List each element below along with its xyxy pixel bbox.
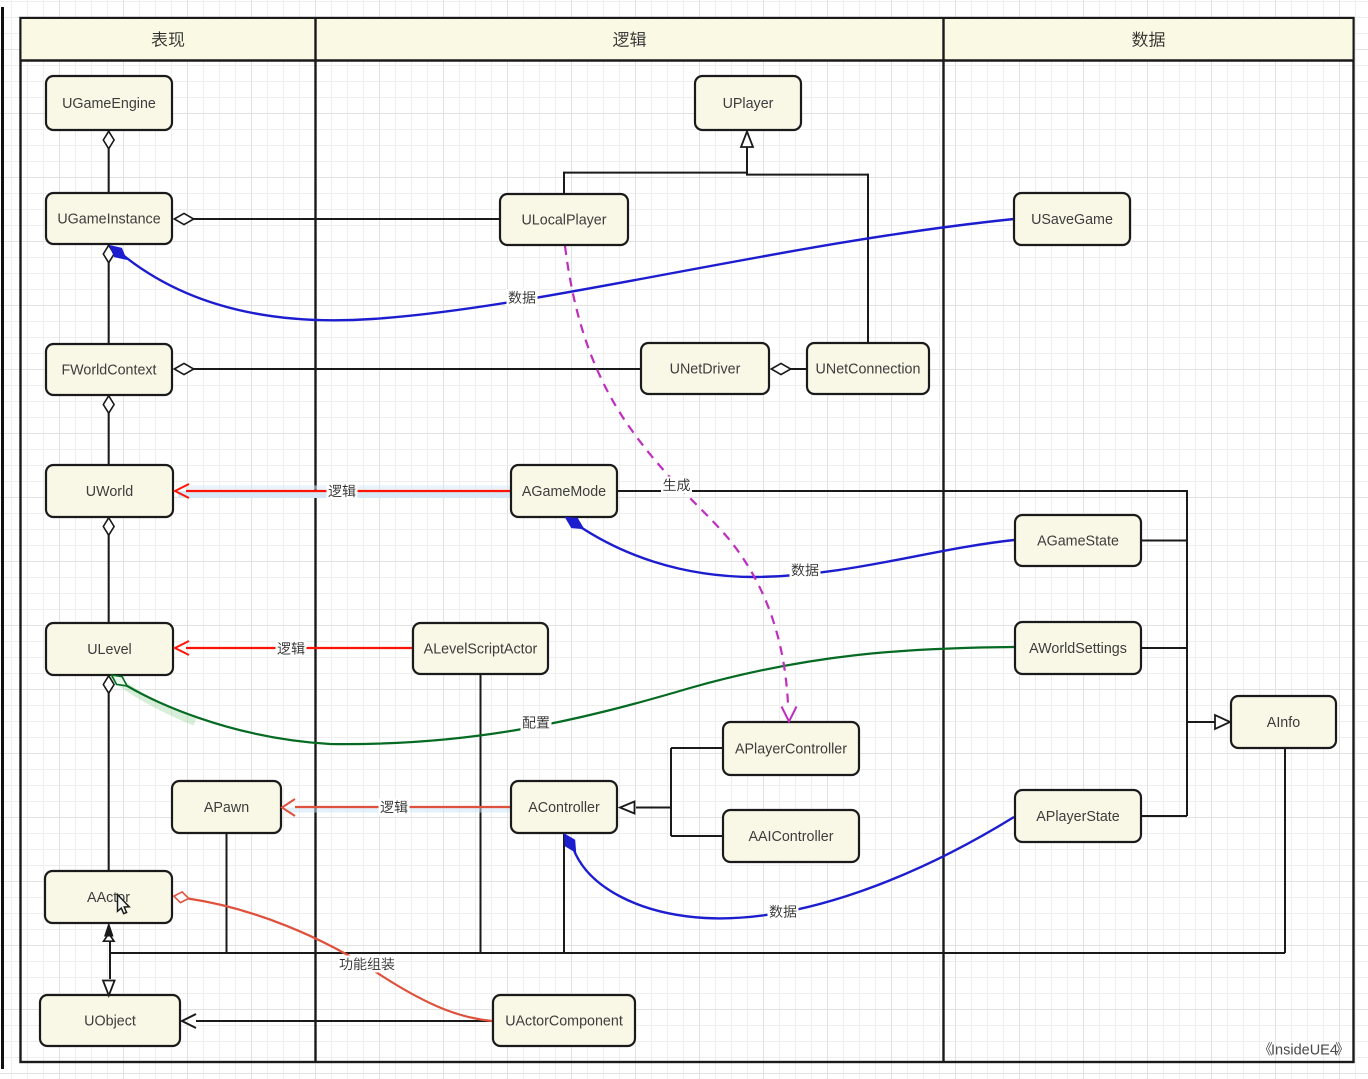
svg-text:AController: AController: [528, 800, 600, 816]
svg-text:UNetConnection: UNetConnection: [816, 362, 921, 378]
svg-text:AAIController: AAIController: [748, 829, 833, 845]
svg-text:AGameMode: AGameMode: [522, 484, 606, 500]
svg-text:UActorComponent: UActorComponent: [505, 1014, 623, 1030]
svg-text:UWorld: UWorld: [86, 484, 133, 500]
svg-text:InsideUE4: InsideUE4: [1271, 1043, 1338, 1059]
svg-text:UGameInstance: UGameInstance: [57, 212, 160, 228]
svg-text:USaveGame: USaveGame: [1031, 212, 1113, 228]
svg-text:APlayerController: APlayerController: [735, 742, 847, 758]
svg-text:UObject: UObject: [84, 1014, 136, 1030]
svg-text:APawn: APawn: [204, 800, 249, 816]
svg-text:UGameEngine: UGameEngine: [62, 96, 156, 112]
svg-text:AInfo: AInfo: [1267, 715, 1300, 731]
svg-text:AWorldSettings: AWorldSettings: [1029, 641, 1127, 657]
svg-text:UPlayer: UPlayer: [723, 96, 774, 112]
svg-text:ULocalPlayer: ULocalPlayer: [521, 213, 606, 229]
svg-text:APlayerState: APlayerState: [1036, 809, 1119, 825]
svg-text:FWorldContext: FWorldContext: [61, 363, 156, 379]
svg-text:ULevel: ULevel: [87, 642, 132, 658]
svg-text:AGameState: AGameState: [1037, 534, 1119, 550]
svg-text:UNetDriver: UNetDriver: [670, 362, 741, 378]
svg-text:ALevelScriptActor: ALevelScriptActor: [424, 642, 538, 658]
